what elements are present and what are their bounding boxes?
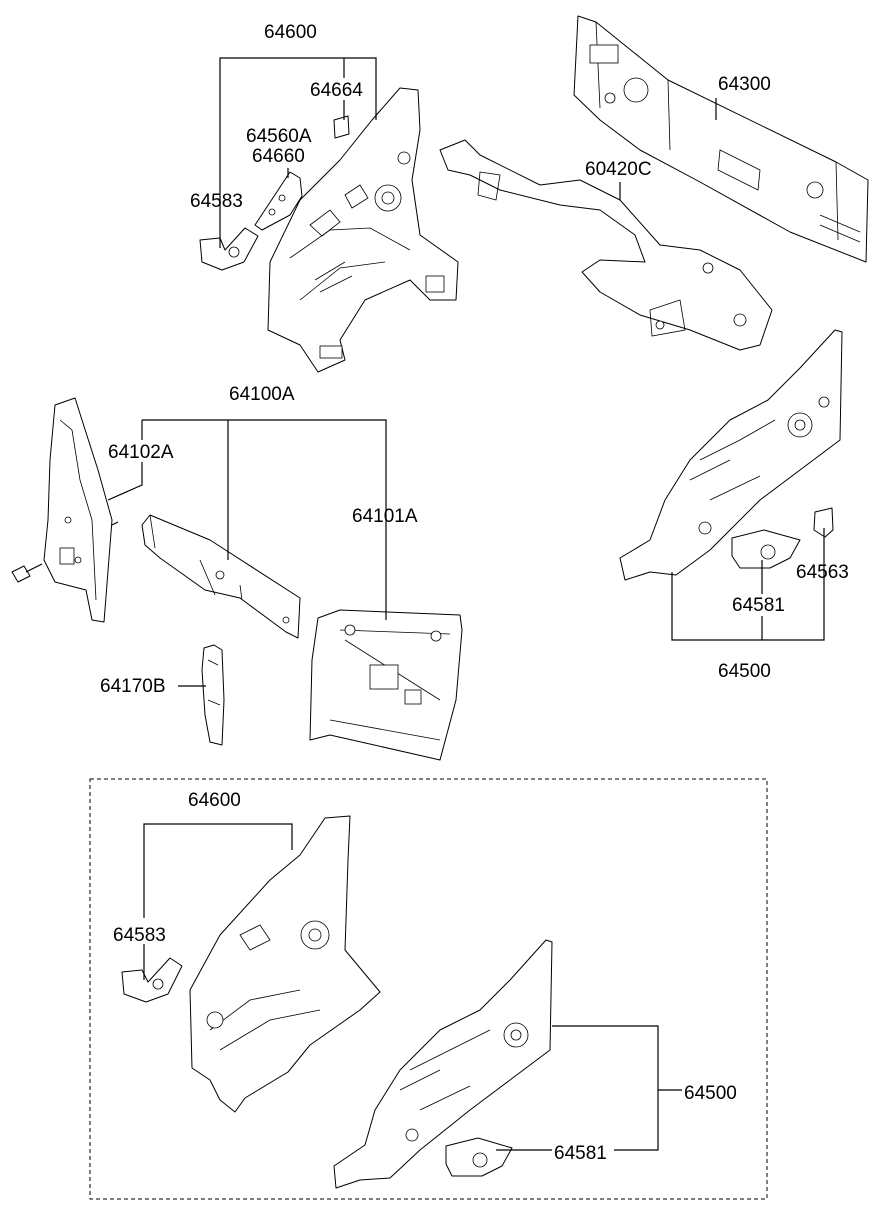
label-64170B: 64170B: [100, 676, 166, 697]
bracket-64170B: [201, 644, 225, 746]
label-64563: 64563: [796, 562, 849, 583]
label-64660: 64660: [252, 146, 305, 167]
label-64500-top: 64500: [718, 661, 771, 682]
dash-panel-64300: [573, 15, 869, 263]
bracket-64581-top: [731, 529, 801, 569]
label-64500-bottom: 64500: [684, 1083, 737, 1104]
label-64583-bottom: 64583: [113, 925, 166, 946]
cross-member-64100A: [141, 514, 301, 639]
leader-lines: [107, 57, 825, 1151]
label-64600-top: 64600: [264, 22, 317, 43]
bracket-64581-bottom: [445, 1137, 513, 1177]
label-60420C: 60420C: [585, 159, 652, 180]
label-64100A: 64100A: [229, 384, 295, 405]
cowl-cross-member-60420C: [439, 139, 773, 351]
bolt-icon: [11, 563, 43, 583]
label-64583-top: 64583: [190, 191, 243, 212]
bracket-64664: [333, 115, 350, 139]
label-64300: 64300: [718, 74, 771, 95]
bracket-64563: [813, 507, 834, 538]
fender-apron-assembly-bottom: [189, 815, 381, 1113]
label-64600-bottom: 64600: [188, 790, 241, 811]
side-member-64102A: [43, 397, 113, 623]
label-64581-bottom: 64581: [554, 1143, 607, 1164]
reinforcement-64560A: [254, 171, 303, 231]
bracket-64583-top: [199, 227, 259, 271]
label-64581-top: 64581: [732, 595, 785, 616]
option-box: [89, 778, 768, 1200]
bracket-64583-bottom: [121, 957, 183, 1003]
fender-apron-assembly-bottom-right: [333, 939, 553, 1189]
label-64101A: 64101A: [352, 506, 418, 527]
rear-panel-64101A: [309, 609, 463, 761]
fender-apron-assembly-right: [619, 329, 843, 581]
fender-apron-assembly-top: [267, 87, 459, 373]
label-64664: 64664: [310, 80, 363, 101]
label-64102A: 64102A: [108, 442, 174, 463]
label-64560A: 64560A: [246, 126, 312, 147]
